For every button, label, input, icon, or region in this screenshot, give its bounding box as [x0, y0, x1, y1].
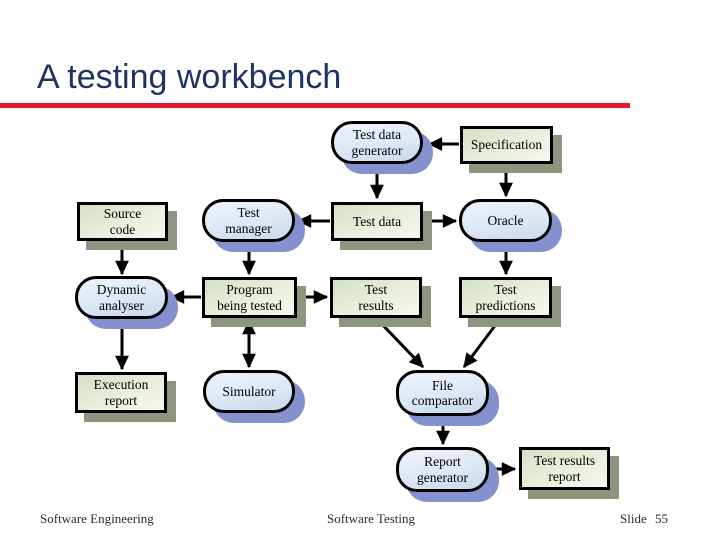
node-label: Test results — [358, 282, 394, 313]
node-label: Test predictions — [475, 282, 536, 313]
node-oracle: Oracle — [459, 199, 552, 242]
node-dynamic-analyser: Dynamic analyser — [75, 276, 168, 319]
node-execution-report: Execution report — [75, 372, 167, 413]
node-test-predictions: Test predictions — [459, 277, 552, 318]
node-label: File comparator — [411, 377, 474, 409]
slide-title: A testing workbench — [37, 58, 342, 96]
footer-section: Software Testing — [326, 511, 416, 526]
node-label: Specification — [470, 137, 543, 153]
node-test-manager: Test manager — [202, 199, 295, 242]
node-label: Dynamic analyser — [96, 282, 147, 313]
node-label: Execution report — [93, 377, 149, 408]
node-label: Test data — [352, 213, 402, 229]
footer-slide-number: Slide 55 — [620, 511, 668, 526]
node-simulator: Simulator — [203, 370, 295, 413]
node-label: Test manager — [225, 205, 272, 236]
footer-course: Software Engineering — [40, 511, 154, 526]
node-label: Source code — [103, 206, 142, 237]
slide-footer: Software Engineering Software Testing Sl… — [0, 511, 720, 531]
node-test-results-report: Test results report — [519, 447, 610, 490]
node-file-comparator: File comparator — [396, 370, 489, 416]
node-test-data: Test data — [331, 202, 423, 241]
node-label: Simulator — [222, 383, 276, 399]
title-underline — [0, 103, 630, 108]
node-label: Test data generator — [351, 127, 403, 158]
node-label: Report generator — [417, 454, 468, 485]
node-specification: Specification — [460, 126, 553, 164]
node-test-results: Test results — [330, 277, 422, 318]
node-test-data-generator: Test data generator — [331, 121, 423, 164]
node-source-code: Source code — [77, 202, 168, 241]
node-report-generator: Report generator — [396, 447, 489, 492]
node-label: Program being tested — [217, 282, 282, 313]
node-program-being-tested: Program being tested — [202, 277, 297, 318]
node-label: Oracle — [487, 212, 524, 228]
node-label: Test results report — [534, 453, 595, 484]
